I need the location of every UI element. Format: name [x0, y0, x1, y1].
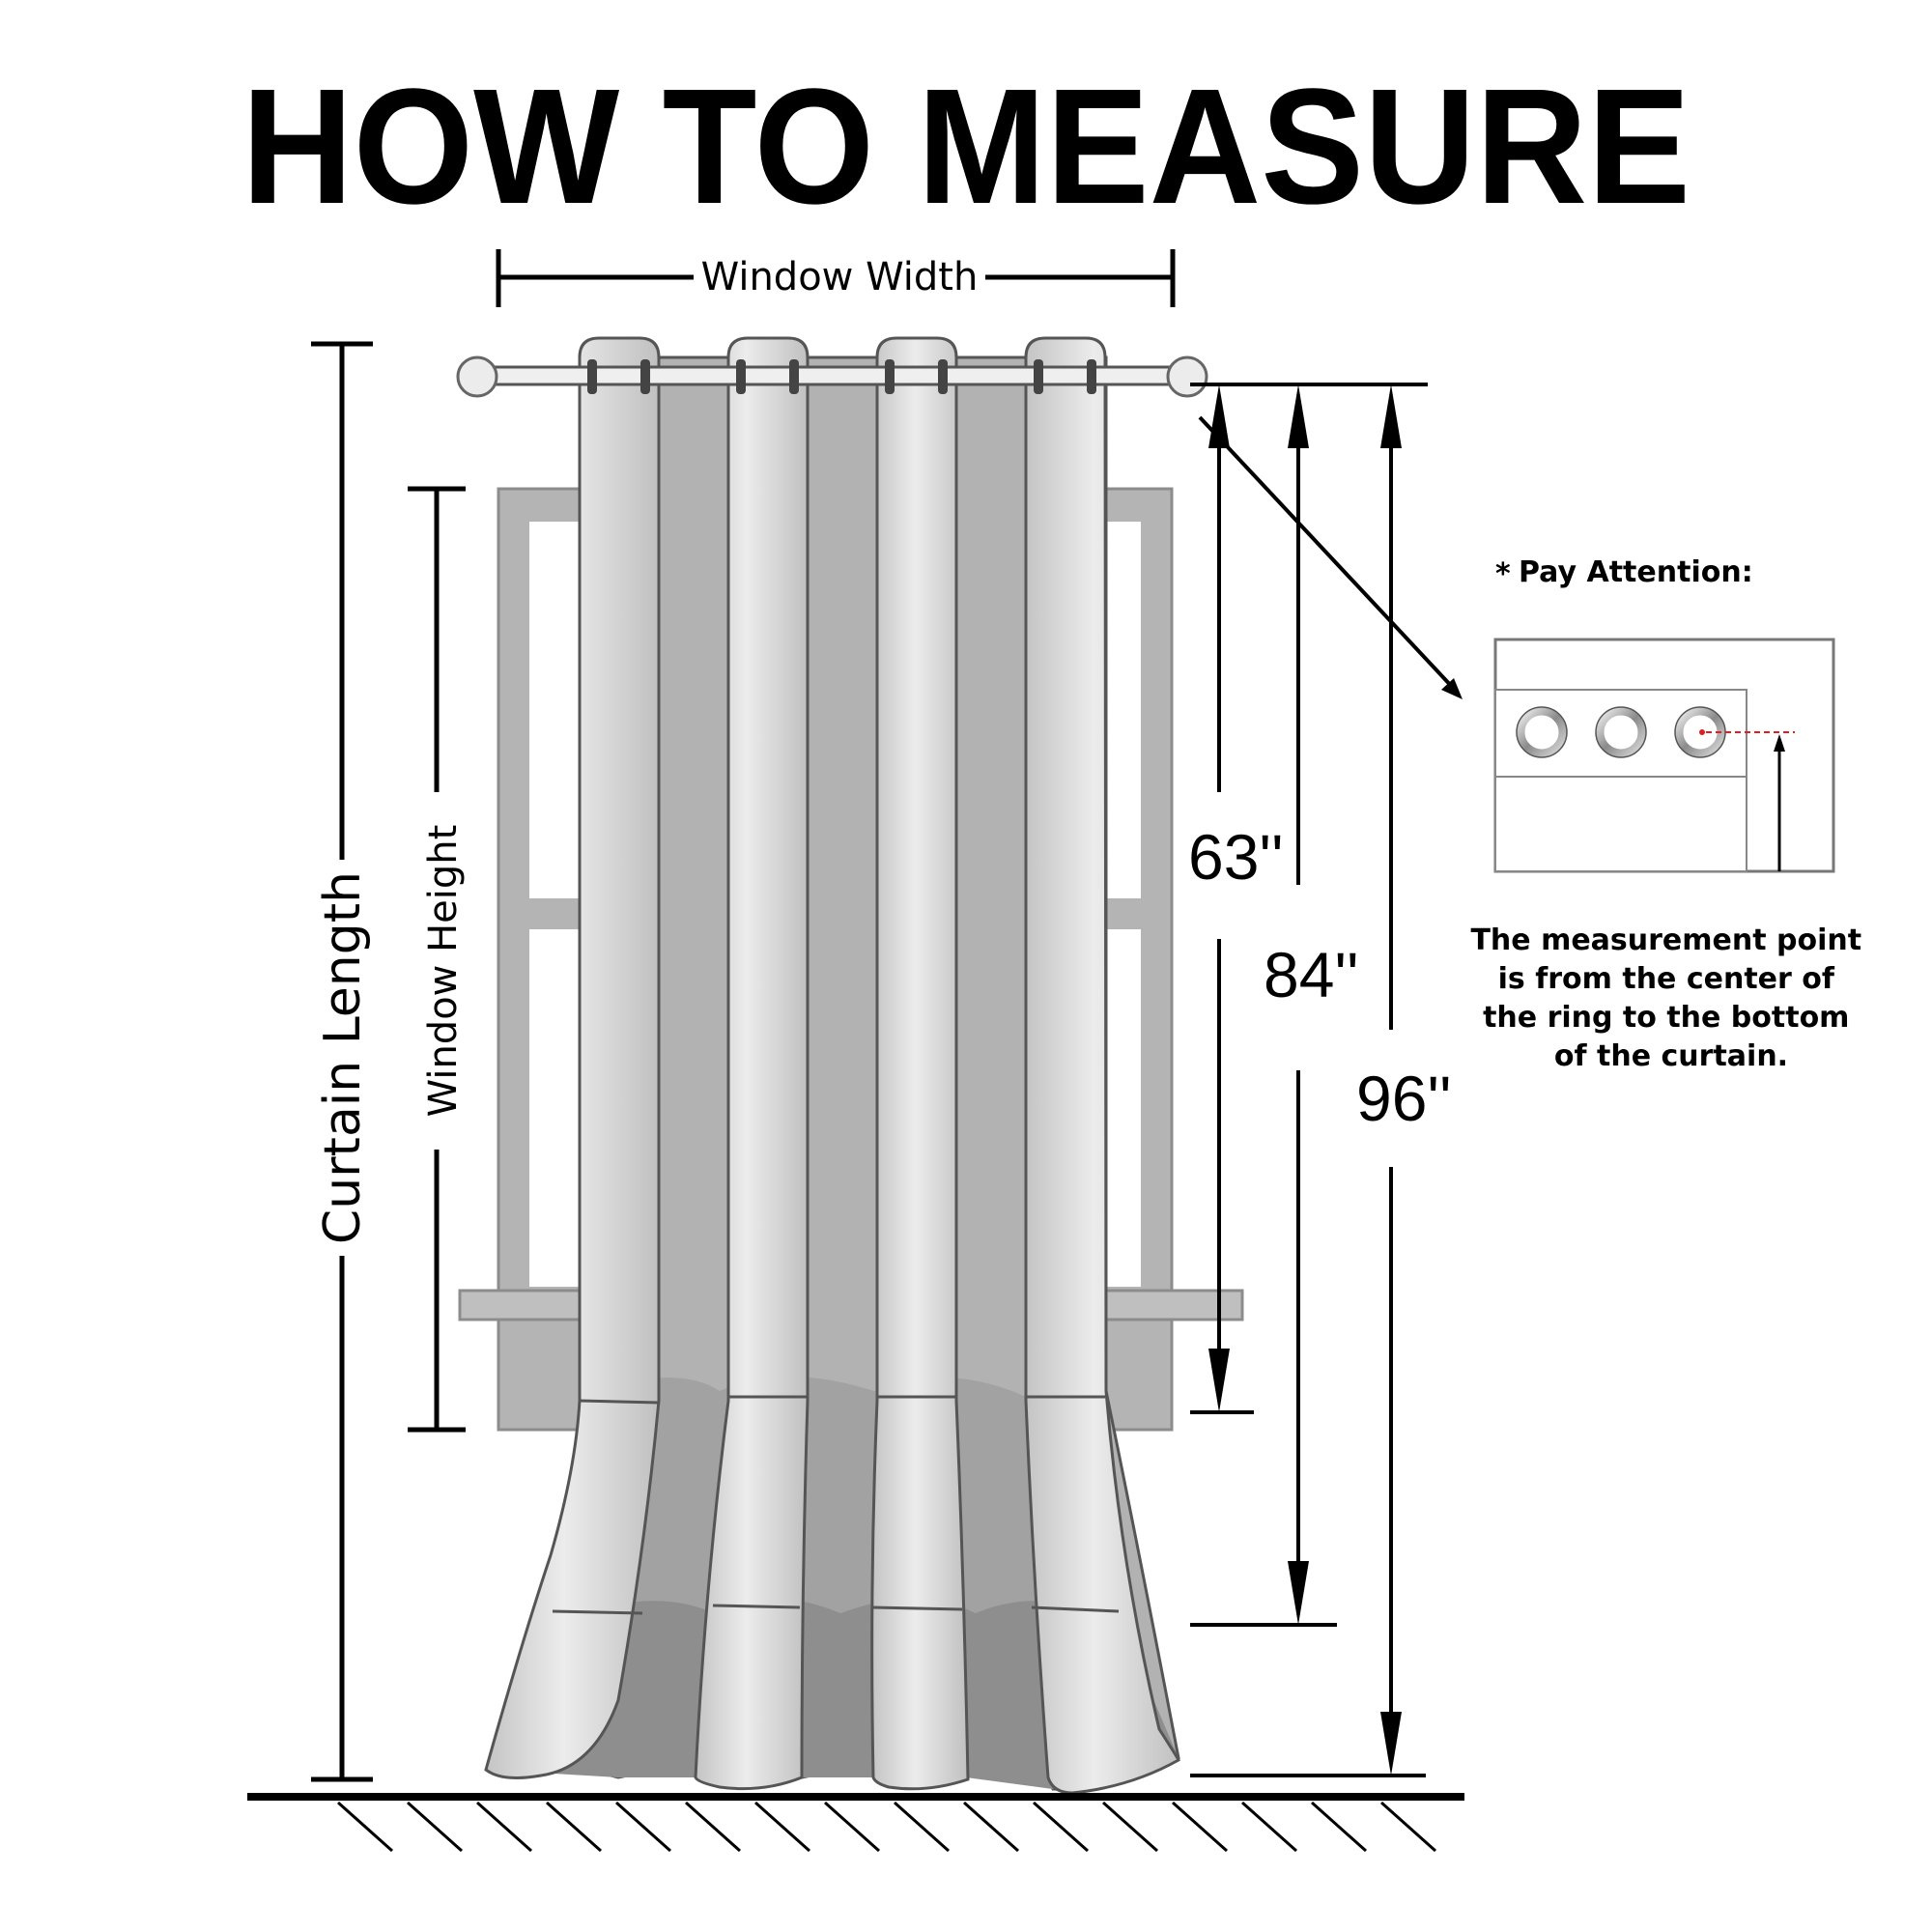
note-line: is from the center of	[1498, 962, 1835, 996]
length-arrows	[1190, 383, 1463, 1777]
attention-marker: *	[1495, 557, 1511, 591]
floor-hatch	[1311, 1801, 1367, 1853]
length-label-63: 63''	[1188, 821, 1284, 893]
window-height-dimension: Window Height	[408, 486, 466, 1433]
window-width-dimension: Window Width	[496, 249, 1176, 307]
length-label-84: 84''	[1264, 939, 1359, 1010]
curtain-fold-2	[694, 336, 810, 1791]
length-label-96: 96''	[1356, 1063, 1452, 1134]
curtain-length-label: Curtain Length	[314, 871, 372, 1244]
floor-hatch	[963, 1801, 1019, 1853]
floor-hatch	[337, 1801, 393, 1853]
floor	[247, 1793, 1464, 1853]
page-title: HOW TO MEASURE	[242, 55, 1690, 239]
attention-heading: Pay Attention:	[1519, 555, 1753, 589]
measurement-note: The measurement point is from the center…	[1470, 923, 1871, 1073]
curtain	[484, 336, 1180, 1795]
pay-attention-callout: * Pay Attention: The measurement point i…	[1470, 555, 1871, 1073]
rod-finial-right	[1166, 355, 1208, 398]
curtain-fold-1	[484, 336, 661, 1779]
floor-hatch	[754, 1801, 810, 1853]
floor-hatch	[615, 1801, 671, 1853]
length-arrow	[1288, 384, 1309, 1625]
note-line: of the curtain.	[1554, 1039, 1788, 1073]
rod-finial-left	[456, 355, 498, 398]
floor-hatch	[476, 1801, 532, 1853]
floor-hatch	[1102, 1801, 1158, 1853]
floor-hatch	[546, 1801, 602, 1853]
floor-hatch	[894, 1801, 950, 1853]
floor-hatch	[1380, 1801, 1436, 1853]
curtain-rod	[456, 355, 1208, 398]
curtain-fold-4	[1024, 336, 1180, 1795]
floor-hatch	[1241, 1801, 1297, 1853]
grommet-ring-icon	[1595, 706, 1647, 758]
note-line: The measurement point	[1470, 923, 1861, 957]
length-arrow	[1380, 384, 1402, 1776]
floor-hatch	[685, 1801, 741, 1853]
length-arrow	[1208, 384, 1230, 1412]
grommet-ring-icon	[1516, 706, 1568, 758]
floor-hatch	[1172, 1801, 1228, 1853]
floor-hatch	[407, 1801, 463, 1853]
window-height-label: Window Height	[421, 825, 466, 1118]
window-width-label: Window Width	[701, 255, 979, 299]
floor-hatch	[824, 1801, 880, 1853]
note-line: the ring to the bottom	[1483, 1001, 1849, 1035]
floor-hatch	[1033, 1801, 1089, 1853]
curtain-length-dimension: Curtain Length	[311, 341, 373, 1782]
curtain-fold-3	[870, 336, 970, 1791]
grommet-detail-image	[1493, 638, 1835, 873]
